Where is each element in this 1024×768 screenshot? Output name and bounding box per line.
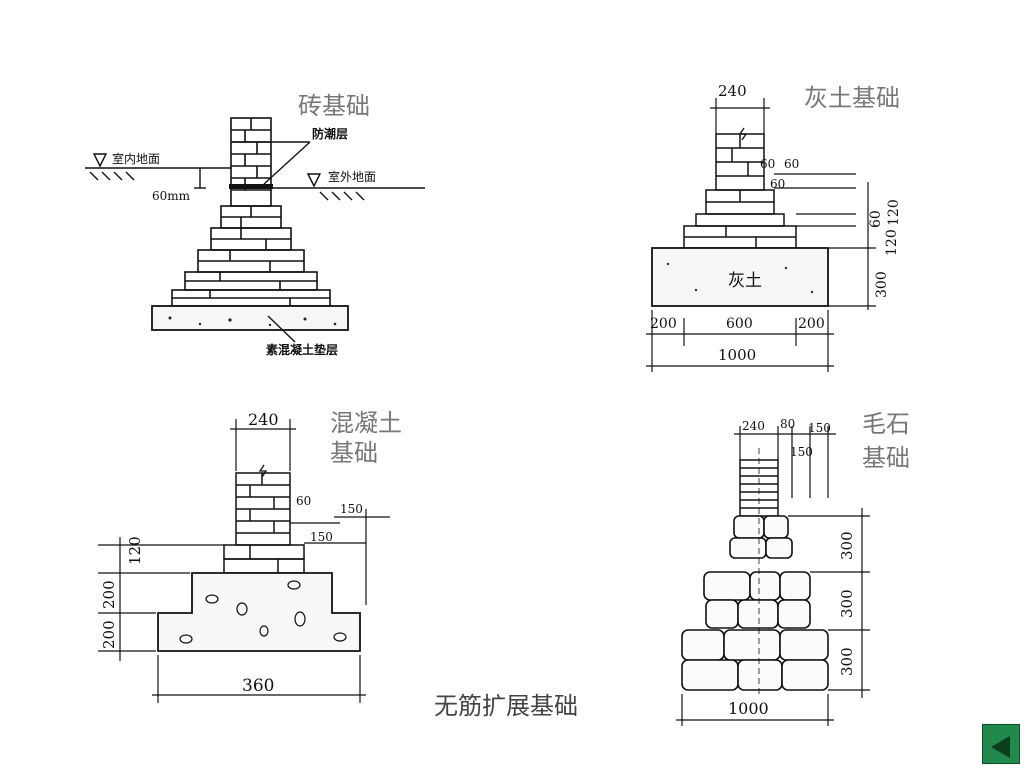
triangle-left-icon	[991, 735, 1010, 758]
lime-right-dim-1: 120	[886, 199, 902, 226]
lime-soil-foundation-drawing: 240 60 60 60 120 60 120 300 灰土 200 600 2…	[646, 82, 902, 372]
brick-foundation-title: 砖基础	[298, 92, 370, 120]
break-mark-icon	[738, 127, 748, 141]
rubble-foundation-title-line1: 毛石	[862, 410, 910, 438]
rubble-right-dim-1: 300	[838, 531, 856, 560]
lime-right-dim-2: 60	[868, 210, 884, 228]
lime-step-c: 60	[770, 177, 785, 191]
lime-dimension-lines	[646, 98, 876, 372]
concrete-bottom-width: 360	[242, 676, 274, 696]
rubble-foundation-panel: 240 80 150 150 300 300 300 1000 毛石 基础	[640, 408, 940, 728]
concrete-left-dim-1: 120	[126, 536, 144, 565]
damp-proof-layer	[229, 184, 273, 189]
back-button[interactable]	[982, 724, 1020, 764]
cushion-texture	[168, 316, 337, 327]
concrete-left-dim-3: 200	[100, 620, 118, 649]
indoor-ground-label: 室内地面	[112, 151, 160, 166]
lime-step-b: 60	[784, 157, 799, 171]
concrete-step-b: 150	[340, 502, 363, 516]
concrete-brick-wall	[157, 472, 361, 652]
break-mark-icon	[258, 464, 268, 478]
offset-60mm-label: 60mm	[152, 189, 191, 203]
rubble-stones	[681, 515, 829, 691]
rubble-bottom-width: 1000	[728, 699, 769, 718]
rubble-offset-b: 150	[808, 421, 831, 435]
concrete-foundation-title-line2: 基础	[330, 439, 378, 467]
lime-brick-wall	[683, 133, 797, 249]
concrete-left-dim-2: 200	[100, 580, 118, 609]
lime-soil-texture	[666, 262, 814, 294]
rubble-foundation-drawing: 240 80 150 150 300 300 300 1000	[676, 417, 870, 726]
rubble-right-dim-2: 300	[838, 589, 856, 618]
concrete-foundation-drawing: 240 60 150 150 120 200 200 360	[98, 410, 390, 703]
brick-wall	[230, 117, 272, 207]
lime-step-a: 60	[760, 157, 775, 171]
lime-bottom-left: 200	[650, 316, 677, 332]
concrete-step-c: 150	[310, 530, 333, 544]
damp-proof-label: 防潮层	[312, 126, 348, 141]
concrete-dimension-lines	[98, 419, 390, 703]
lime-soil-layer	[651, 247, 829, 307]
lime-top-width: 240	[718, 82, 747, 100]
concrete-foundation-title-line1: 混凝土	[330, 409, 402, 437]
lime-bottom-right: 200	[798, 316, 825, 332]
rubble-right-dim-3: 300	[838, 647, 856, 676]
lime-soil-foundation-title: 灰土基础	[804, 84, 900, 112]
lime-bottom-mid: 600	[726, 316, 753, 332]
rubble-offset-c: 150	[790, 445, 813, 459]
brick-foundation-drawing: 室内地面 室外地面 防潮层 60mm 素混凝土垫层	[85, 117, 425, 357]
concrete-aggregate	[179, 580, 347, 644]
lime-soil-foundation-panel: 240 60 60 60 120 60 120 300 灰土 200 600 2…	[636, 78, 936, 380]
slide-caption: 无筋扩展基础	[434, 692, 578, 720]
lime-soil-layer-label: 灰土	[728, 271, 762, 291]
rubble-offset-a: 80	[780, 417, 795, 431]
rubble-dimension-lines	[676, 426, 870, 726]
rubble-top-width: 240	[742, 419, 765, 433]
concrete-top-width: 240	[248, 410, 279, 429]
concrete-step-a: 60	[296, 494, 311, 508]
cushion-label: 素混凝土垫层	[266, 342, 338, 357]
brick-steps	[171, 205, 331, 307]
lime-total-width: 1000	[718, 346, 756, 364]
lime-right-dim-3: 120	[884, 229, 900, 256]
ground-lines	[85, 141, 425, 343]
brick-foundation-panel: 室内地面 室外地面 防潮层 60mm 素混凝土垫层 砖基础	[80, 80, 430, 370]
concrete-foundation-panel: 240 60 150 150 120 200 200 360 混凝土 基础	[90, 405, 420, 725]
rubble-foundation-title-line2: 基础	[862, 444, 910, 472]
outdoor-ground-label: 室外地面	[328, 169, 376, 184]
concrete-cushion	[151, 305, 349, 331]
lime-right-dim-4: 300	[874, 271, 890, 298]
